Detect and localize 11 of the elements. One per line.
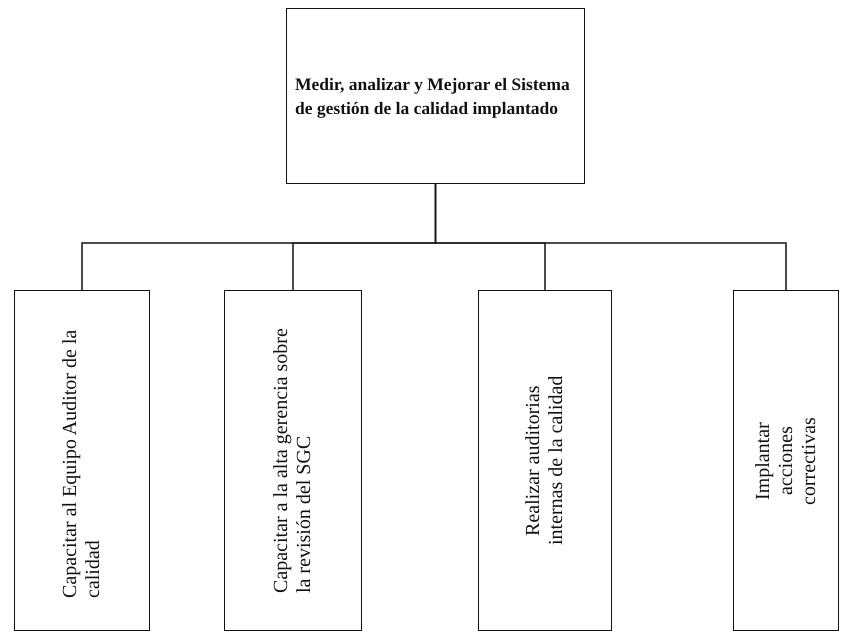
box-text: Implantar acciones correctivas <box>752 416 820 506</box>
process-box <box>733 290 839 631</box>
process-box <box>14 290 150 631</box>
box-text: Capacitar a la alta gerencia sobre la revisión del SGC <box>270 328 316 593</box>
process-box <box>478 290 612 631</box>
connector-line <box>434 184 787 290</box>
box-text: Capacitar al Equipo Auditor de la calidad <box>59 328 105 598</box>
process-box <box>224 290 362 631</box>
box-text: Medir, analizar y Mejorar el Sistema de gestión de la calidad implantado <box>295 72 571 120</box>
box-text: Realizar auditorias internas de la calidad <box>522 374 568 548</box>
process-box <box>286 8 585 184</box>
